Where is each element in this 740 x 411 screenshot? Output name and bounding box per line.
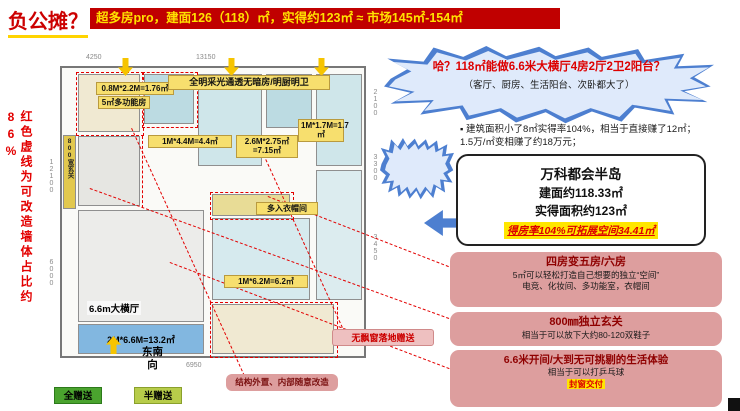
actual-area: 实得面积约123㎡: [534, 204, 628, 218]
benefit-body: 5㎡可以轻松打造自己想要的独立“空间”: [512, 269, 660, 280]
dimension-label: 12100: [48, 159, 55, 194]
dashed-wall-line: [142, 136, 143, 208]
starburst-text: 哈？118㎡能做6.6米大横厅4房2厅2卫2阳台？ （客厅、厨房、生活阳台、次卧…: [398, 60, 700, 91]
benefit-card-rooms: 四房变五房/六房 5㎡可以轻松打造自己想要的独立“空间” 电竞、化妆间、多功能室…: [450, 252, 722, 307]
room-bedroom-bottom: [212, 304, 334, 354]
dimension-label: 2100: [372, 89, 379, 117]
dimension-label: 4250: [86, 54, 102, 61]
benefit-body: 相当于可以打乒乓球: [547, 367, 625, 378]
banner-bar: 超多房pro，建面126（118）㎡，实得约123㎡ ≈ 市场145㎡-154㎡: [90, 8, 560, 29]
dimension-label: 6000: [48, 259, 55, 287]
tag-structure: 结构外置、内部随意改造: [226, 374, 338, 392]
room-bedroom-right: [316, 170, 362, 300]
built-area: 建面约118.33㎡: [538, 186, 624, 200]
callout-4-4: 1M*4.4M=4.4㎡: [148, 135, 232, 149]
starburst-note: （客厅、厨房、生活阳台、次卧都大了）: [463, 79, 635, 91]
benefit-title: 6.6米开间/大到无可挑剔的生活体验: [503, 354, 669, 366]
dimension-label: 6950: [186, 362, 202, 369]
starburst-inner: [389, 51, 709, 119]
left-vertical-note: 红色虚线为可改造墙体占比约86%: [4, 110, 33, 305]
tag-full-gift: 全赠送: [54, 387, 102, 404]
callout-corner-area: 0.8M*2.2M=1.76㎡: [96, 82, 174, 96]
benefit-bullets: ▪ 建筑面积小了8㎡实得率104%，相当于直接赚了12㎡；1.5万/㎡变相赚了约…: [460, 124, 697, 148]
project-info-card: 万科都会半岛 建面约118.33㎡ 实得面积约123㎡ 得房率104%可拓展空间…: [456, 154, 706, 246]
direction-line-2: 向: [147, 358, 158, 371]
room-entry-hall: 800宽玄关: [63, 135, 76, 209]
starburst-small-inner: [385, 143, 449, 195]
living-room-label: 6.6m大横厅: [87, 301, 142, 315]
dimension-label: 3450: [372, 234, 379, 262]
callout-6-2: 1M*6.2M=6.2㎡: [224, 275, 308, 289]
room-balcony: 2M*6.6M=13.2㎡: [78, 324, 204, 354]
page-title: 负公摊？: [8, 5, 88, 38]
starburst-small: [380, 138, 454, 200]
callout-multifunction: 5㎡多功能房: [98, 96, 150, 110]
room-living: 6.6m大横厅: [78, 210, 204, 322]
benefit-card-span: 6.6米开间/大到无可挑剔的生活体验 相当于可以打乒乓球 封窗交付: [450, 350, 722, 407]
benefit-card-entry: 800㎜独立玄关 相当于可以放下大约80-120双鞋子: [450, 312, 722, 346]
efficiency-highlight: 得房率104%可拓展空间34.41㎡: [504, 222, 658, 239]
project-name: 万科都会半岛: [540, 167, 622, 182]
callout-closet: 多入衣帽间: [256, 202, 318, 216]
callout-1-7: 1M*1.7M=1.7㎡: [298, 119, 349, 142]
callout-7-15: 2.6M*2.75㎡=7.15㎡: [236, 135, 298, 158]
room-kitchen: [78, 136, 140, 206]
starburst-callout: 哈？118㎡能做6.6米大横厅4房2厅2卫2阳台？ （客厅、厨房、生活阳台、次卧…: [384, 46, 714, 124]
benefit-title: 800㎜独立玄关: [549, 316, 623, 328]
tag-no-bay-window: 无飘窗落地赠送: [332, 329, 434, 346]
balcony-label: 2M*6.6M=13.2㎡: [107, 335, 175, 345]
benefit-title: 四房变五房/六房: [545, 256, 627, 268]
floor-plan-body: 800宽玄关 6.6m大横厅 2M*6.6M=13.2㎡: [60, 66, 366, 358]
entry-hall-label: 800宽玄关: [66, 138, 73, 179]
benefit-body: 相当于可以放下大约80-120双鞋子: [521, 329, 651, 340]
starburst-question: 哈？118㎡能做6.6米大横厅4房2厅2卫2阳台？: [432, 61, 666, 73]
benefit-body: 电竞、化妆间、多功能室，衣帽间: [522, 281, 650, 292]
tag-half-gift: 半赠送: [134, 387, 182, 404]
direction-label: 东南 向: [142, 346, 163, 371]
dimension-label: 3300: [372, 154, 379, 182]
benefit-highlight: 封窗交付: [566, 378, 605, 389]
direction-line-1: 东南: [142, 346, 163, 358]
corner-mark: [728, 398, 740, 411]
dimension-label: 13150: [196, 54, 216, 61]
dashed-wall-outline: [210, 302, 338, 358]
callout-bright: 全明采光通透无暗房/明厨明卫: [168, 75, 330, 90]
